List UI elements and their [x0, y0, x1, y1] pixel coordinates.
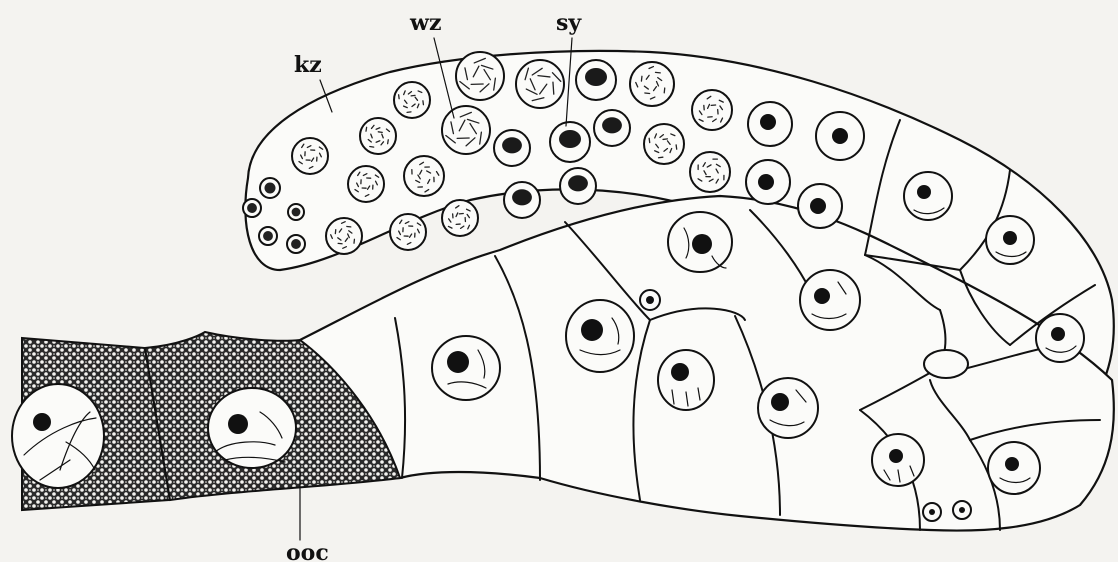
label-sy-text: sy — [556, 10, 582, 36]
nurse-cell — [746, 160, 790, 204]
germ-cell — [576, 60, 616, 100]
nurse-cell — [668, 212, 732, 272]
germ-cell — [348, 166, 384, 202]
germ-cell — [594, 110, 630, 146]
oocyte-chamber-left — [12, 338, 170, 510]
germ-cell — [360, 118, 396, 154]
nurse-cell — [758, 378, 818, 438]
germ-cell — [394, 82, 430, 118]
germ-cell — [243, 199, 261, 217]
germ-cell — [690, 152, 730, 192]
small-cell — [640, 290, 660, 310]
nurse-cell — [748, 102, 792, 146]
label-wz-text: wz — [409, 10, 441, 36]
germ-cell — [560, 168, 596, 204]
nurse-cell — [798, 184, 842, 228]
nurse-cell — [872, 434, 924, 486]
nurse-cell — [800, 270, 860, 330]
germ-cell — [442, 106, 490, 154]
nurse-cell — [904, 172, 952, 220]
germ-cell — [287, 235, 305, 253]
germ-cell — [494, 130, 530, 166]
germ-cell — [550, 122, 590, 162]
label-ooc-text: ooc — [286, 540, 329, 562]
nurse-cell — [1036, 314, 1084, 362]
germ-cell — [630, 62, 674, 106]
germ-cell — [326, 218, 362, 254]
germ-cell — [288, 204, 304, 220]
germ-cell — [390, 214, 426, 250]
nurse-cell — [816, 112, 864, 160]
nurse-cell — [566, 300, 634, 372]
germ-cell — [260, 178, 280, 198]
germ-cell — [442, 200, 478, 236]
germ-cell — [456, 52, 504, 100]
germ-cell — [292, 138, 328, 174]
germ-cell — [504, 182, 540, 218]
germ-cell — [516, 60, 564, 108]
nurse-cell — [988, 442, 1040, 494]
germ-cell — [259, 227, 277, 245]
germ-cell — [404, 156, 444, 196]
nurse-cell — [658, 350, 714, 410]
central-cell — [924, 350, 968, 378]
nurse-cell — [986, 216, 1034, 264]
nurse-cell — [432, 336, 500, 400]
label-kz-text: kz — [294, 52, 322, 78]
germ-cell — [644, 124, 684, 164]
germ-cell — [692, 90, 732, 130]
